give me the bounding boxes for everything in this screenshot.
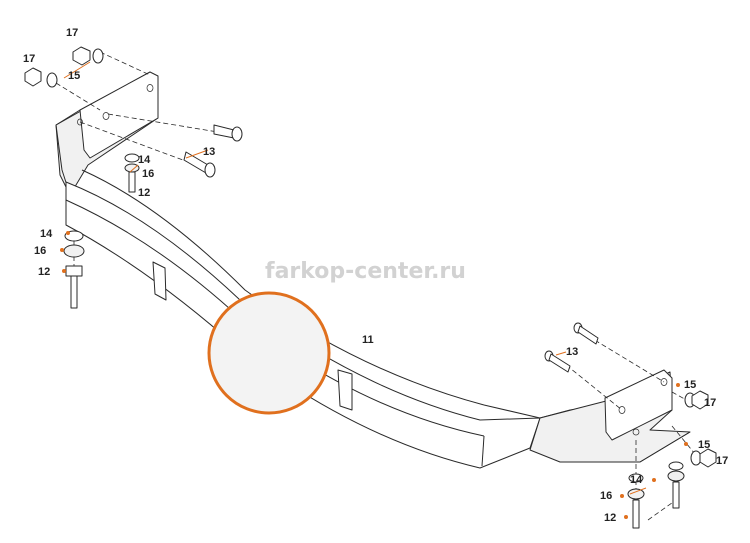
- left-bracket: [55, 71, 159, 196]
- part-label-12-b: 12: [38, 266, 50, 278]
- crossbar-beam: [65, 169, 611, 469]
- part-label-17-b: 17: [23, 53, 35, 65]
- leader-dot-12-b: [62, 269, 66, 273]
- washer-14-d: [628, 473, 644, 483]
- leader-dot-15-b: [676, 383, 680, 387]
- part-label-17-a: 17: [66, 27, 78, 39]
- part-label-14-c: 14: [630, 474, 643, 486]
- bolt-12-c: [672, 481, 680, 509]
- leader-dot-16-b: [60, 248, 64, 252]
- spring-washer-16-b: [63, 244, 85, 258]
- part-label-15-b: 15: [684, 379, 696, 391]
- leader-dot-15-c: [684, 442, 688, 446]
- part-label-16-c: 16: [600, 490, 612, 502]
- nut-17-c: [691, 390, 709, 410]
- washer-14-c: [668, 461, 684, 471]
- bolt-13-upper-right: [573, 322, 599, 345]
- leader-dot-14-b: [66, 231, 70, 235]
- part-label-14-b: 14: [40, 228, 53, 240]
- left-top-fasteners: [24, 46, 243, 193]
- bolt-12-a: [128, 171, 136, 193]
- nut-17-a: [72, 46, 91, 66]
- part-label-17-c: 17: [704, 397, 716, 409]
- right-fasteners: [544, 322, 717, 529]
- bolt-13-lower-right: [544, 350, 571, 373]
- part-labels: 17 17 15 14 16 12 13 14 16 12 11 13 15 1…: [23, 27, 728, 524]
- right-bracket: [529, 369, 691, 463]
- part-label-13-b: 13: [566, 346, 578, 358]
- bolt-12-head-b: [65, 265, 83, 277]
- part-label-15-a: 15: [68, 70, 80, 82]
- washer-15-a: [92, 48, 104, 64]
- leader-dot-12-c: [624, 515, 628, 519]
- washer-14-a: [124, 153, 140, 163]
- bolt-12-shank-b: [70, 275, 78, 309]
- part-label-16-a: 16: [142, 168, 154, 180]
- washer-15-b: [46, 72, 58, 88]
- part-label-16-b: 16: [34, 245, 46, 257]
- tow-ball-placeholder: [207, 291, 331, 415]
- spring-washer-16-c: [667, 470, 685, 482]
- leader-dot-16-c: [620, 494, 624, 498]
- leader-dot-14-c: [652, 478, 656, 482]
- bolt-13-upper-left: [213, 124, 243, 142]
- part-label-13-a: 13: [203, 146, 215, 158]
- bolt-13-lower-left: [183, 151, 216, 178]
- part-label-14-a: 14: [138, 154, 151, 166]
- nut-17-d: [699, 448, 717, 468]
- left-lower-fasteners: [63, 230, 85, 309]
- watermark-text: farkop-center.ru: [265, 259, 466, 284]
- spring-washer-16-d: [627, 488, 645, 500]
- nut-17-b: [24, 67, 42, 87]
- part-label-17-d: 17: [716, 455, 728, 467]
- part-label-12-c: 12: [604, 512, 616, 524]
- part-label-15-c: 15: [698, 439, 710, 451]
- part-label-11: 11: [362, 334, 374, 346]
- bolt-12-d: [632, 499, 640, 529]
- part-label-12-a: 12: [138, 187, 150, 199]
- leader-lines: [60, 61, 688, 519]
